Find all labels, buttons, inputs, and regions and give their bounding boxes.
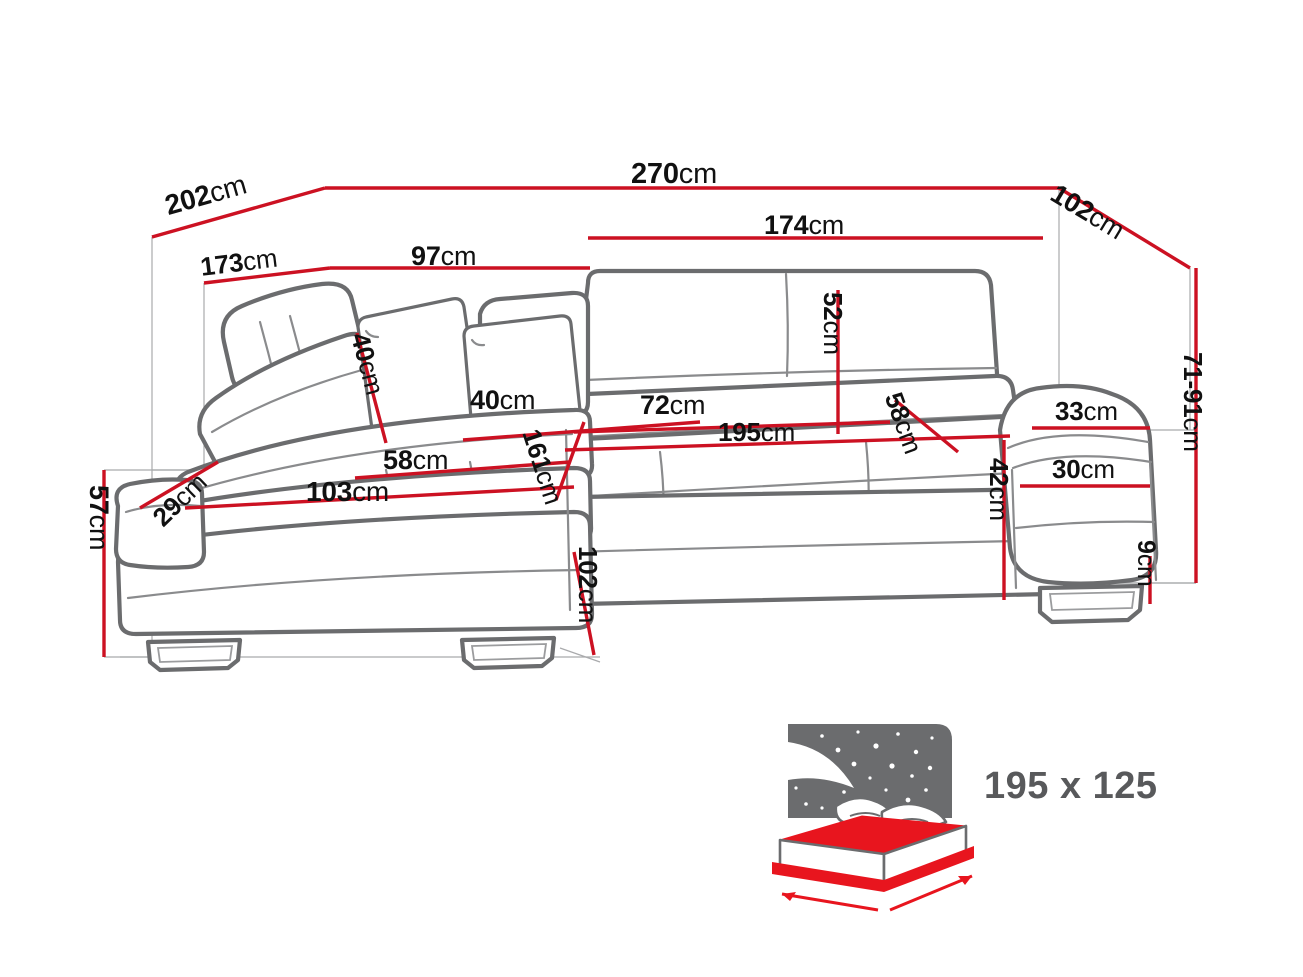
dimension-label-seat-width-right: 195cm bbox=[718, 417, 796, 447]
dimension-label-cushion-right: 40cm bbox=[470, 385, 536, 415]
dimension-label-chaise-seat-width: 103cm bbox=[306, 476, 390, 507]
dimension-label-total-height-left: 57cm bbox=[84, 485, 114, 551]
sleeping-area-label: 195 x 125 bbox=[984, 765, 1158, 807]
dimension-label-seat-depth-right: 72cm bbox=[640, 390, 706, 420]
dimension-label-chaise-width-top: 97cm bbox=[411, 241, 477, 271]
dimension-label-armrest-height: 30cm bbox=[1052, 454, 1115, 484]
inner-dimension-lines bbox=[139, 290, 1152, 656]
dimension-label-backrest-width-right: 174cm bbox=[764, 210, 845, 240]
dimension-label-backrest-height: 52cm bbox=[818, 292, 848, 355]
dimension-label-chaise-seat-depth: 58cm bbox=[383, 445, 449, 475]
dimension-label-total-height-range: 71-91cm bbox=[1178, 352, 1208, 452]
dimension-label-armrest-width: 33cm bbox=[1055, 396, 1118, 426]
dimension-label-leg-height: 9cm bbox=[1132, 540, 1160, 587]
dimension-label-overall-width: 270cm bbox=[631, 158, 718, 190]
dimension-label-chaise-depth-bottom: 102cm bbox=[573, 546, 603, 624]
bed-sleeping-area-icon bbox=[772, 724, 974, 912]
overall-dimension-box bbox=[102, 186, 1198, 657]
dimension-label-seat-height-right: 42cm bbox=[984, 458, 1014, 521]
